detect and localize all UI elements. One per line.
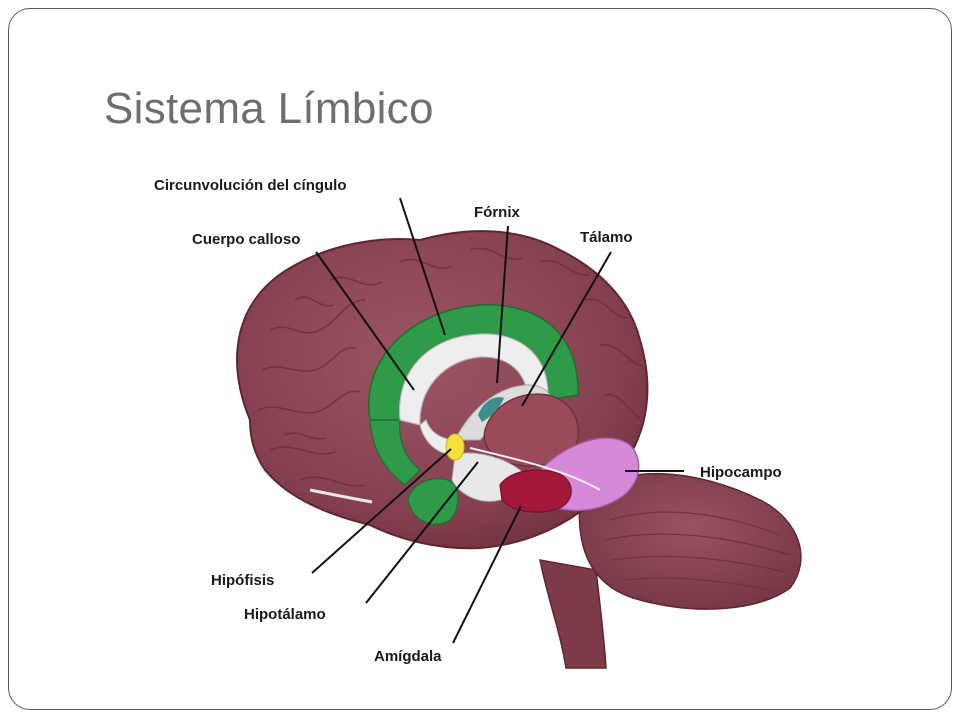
brainstem: [539, 559, 607, 669]
pituitary: [445, 433, 465, 461]
cingulate-lower: [369, 419, 421, 486]
label-hypothalamus: Hipotálamo: [244, 606, 326, 623]
label-fornix: Fórnix: [474, 204, 520, 221]
label-cingulate: Circunvolución del cíngulo: [154, 177, 347, 194]
amygdala: [499, 469, 572, 513]
thalamus-teal: [478, 397, 504, 422]
label-pituitary: Hipófisis: [211, 572, 274, 589]
leader-lines: [311, 197, 684, 644]
brain-illustration: [236, 230, 802, 669]
label-corpus-callosum: Cuerpo calloso: [192, 231, 300, 248]
label-amygdala: Amígdala: [374, 648, 442, 665]
label-thalamus: Tálamo: [580, 229, 633, 246]
page-title: Sistema Límbico: [104, 84, 434, 133]
cingulate-uncus: [407, 478, 459, 525]
label-hippocampus: Hipocampo: [700, 464, 782, 481]
cerebellum: [578, 472, 802, 610]
